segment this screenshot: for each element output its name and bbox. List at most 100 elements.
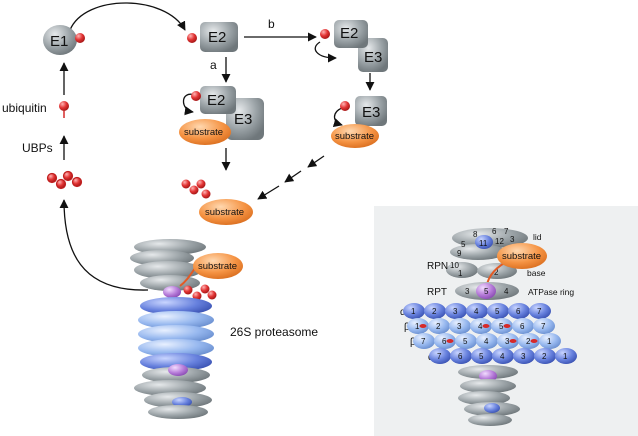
ubiquitin-icon — [75, 33, 85, 43]
alpha-subunit — [466, 303, 488, 319]
pathway-label-b: b — [268, 17, 275, 31]
ubiquitin-icon — [55, 178, 67, 190]
beta-subunit — [539, 333, 561, 349]
ubiquitin-icon — [200, 284, 210, 294]
base-subunit-1: 1 — [458, 269, 463, 278]
beta-subunit-label: 7 — [421, 337, 426, 346]
beta-subunit — [455, 333, 477, 349]
beta-subunit-label: 2 — [526, 337, 531, 346]
alpha-subunit — [534, 348, 556, 364]
beta-subunit-label: 5 — [499, 322, 504, 331]
e2-label: E2 — [207, 92, 225, 109]
e2-label: E2 — [208, 29, 226, 46]
lid-subunit-11: 11 — [479, 239, 488, 248]
base-label: base — [527, 268, 546, 278]
e2-enzyme: E2 — [187, 22, 238, 52]
alpha-subunit — [555, 348, 577, 364]
lid-subunit-9: 9 — [457, 249, 462, 258]
alpha-subunit-label: 4 — [500, 352, 505, 361]
beta-subunit — [407, 318, 429, 334]
active-site-mark — [419, 324, 427, 328]
alpha-subunit — [403, 303, 425, 319]
alpha-subunit-label: 7 — [537, 307, 542, 316]
alpha-subunit — [424, 303, 446, 319]
beta-subunit-label: 4 — [478, 322, 483, 331]
e1-label: E1 — [50, 33, 68, 50]
beta-subunit-label: 1 — [547, 337, 552, 346]
substrate-label: substrate — [335, 131, 374, 142]
inset-substrate-label: substrate — [502, 251, 541, 262]
lid-label: lid — [533, 232, 542, 242]
rpt-subunit-5: 5 — [484, 287, 489, 296]
e2-label: E2 — [340, 25, 358, 42]
beta-subunit-label: 4 — [484, 337, 489, 346]
ubiquitin-icon — [62, 170, 74, 182]
lid-subunit-3: 3 — [510, 235, 515, 244]
alpha-subunit — [529, 303, 551, 319]
alpha-subunit-label: 3 — [521, 352, 526, 361]
ubiquitin-icon — [201, 189, 211, 199]
alpha-subunit — [487, 303, 509, 319]
substrate-blob — [179, 119, 231, 145]
alpha-subunit-label: 5 — [495, 307, 500, 316]
atpase-ring-label: ATPase ring — [528, 287, 574, 297]
alpha-subunit — [429, 348, 451, 364]
ubiquitin-icon — [183, 285, 193, 295]
arrow-dash-2 — [284, 170, 302, 183]
alpha-subunit — [471, 348, 493, 364]
lid-subunit-7: 7 — [504, 227, 509, 236]
ubiquitin-icon — [340, 101, 350, 111]
inset-proteasome: 5 8 6 7 9 11 12 3 lid 10 1 2 RPN substra… — [400, 227, 574, 426]
arrow-ub-transfer-c — [332, 107, 343, 127]
rpt-subunit-4: 4 — [504, 287, 509, 296]
e1-enzyme: E1 — [43, 25, 85, 55]
alpha-subunit-label: 4 — [474, 307, 479, 316]
ubiquitin-icon — [46, 172, 58, 184]
rpt-subunit-3: 3 — [465, 287, 470, 296]
ubiquitin-label: ubiquitin — [2, 101, 47, 115]
active-site-mark — [530, 339, 538, 343]
alpha-subunit-label: 3 — [453, 307, 458, 316]
beta-subunit — [497, 333, 519, 349]
beta-subunit — [518, 333, 540, 349]
substrate-label: substrate — [184, 127, 223, 138]
beta-subunit-label: 1 — [415, 322, 420, 331]
ubiquitin-icon — [189, 185, 199, 195]
beta-subunit — [449, 318, 471, 334]
active-site-mark — [509, 339, 517, 343]
ubiquitin-icon — [196, 179, 206, 189]
base-subunit-10: 10 — [450, 261, 459, 270]
ubiquitin-icon — [191, 91, 201, 101]
beta-subunit-label: 3 — [457, 322, 462, 331]
polyubiquitinated-substrate: substrate — [181, 179, 253, 225]
beta-subunit — [470, 318, 492, 334]
alpha-subunit — [450, 348, 472, 364]
beta-subunit — [413, 333, 435, 349]
substrate-blob — [199, 199, 253, 225]
substrate-blob — [497, 243, 547, 269]
beta-subunit — [533, 318, 555, 334]
substrate-blob — [331, 124, 379, 148]
alpha-subunit-label: 7 — [437, 352, 442, 361]
beta-subunit-label: 2 — [436, 322, 441, 331]
alpha-subunit-label: 5 — [479, 352, 484, 361]
arrow-proteasome-to-free-ub — [59, 199, 149, 291]
active-site-mark — [503, 324, 511, 328]
beta-subunit-label: 6 — [520, 322, 525, 331]
alpha-ring-label-top: α — [400, 307, 406, 318]
alpha-subunit-label: 6 — [516, 307, 521, 316]
substrate-label: substrate — [198, 261, 237, 272]
alpha-subunit — [445, 303, 467, 319]
e2-e3-complex-a: E2 E3 substrate — [179, 86, 264, 145]
e3-label: E3 — [234, 111, 252, 128]
ubiquitin-icon — [59, 101, 69, 111]
released-polyubiquitin — [46, 170, 83, 190]
lid-subunit-6: 6 — [492, 227, 497, 236]
proteasome-label: 26S proteasome — [230, 325, 318, 339]
e3-label: E3 — [364, 49, 382, 66]
beta-ring-label-upper: β — [404, 322, 410, 333]
